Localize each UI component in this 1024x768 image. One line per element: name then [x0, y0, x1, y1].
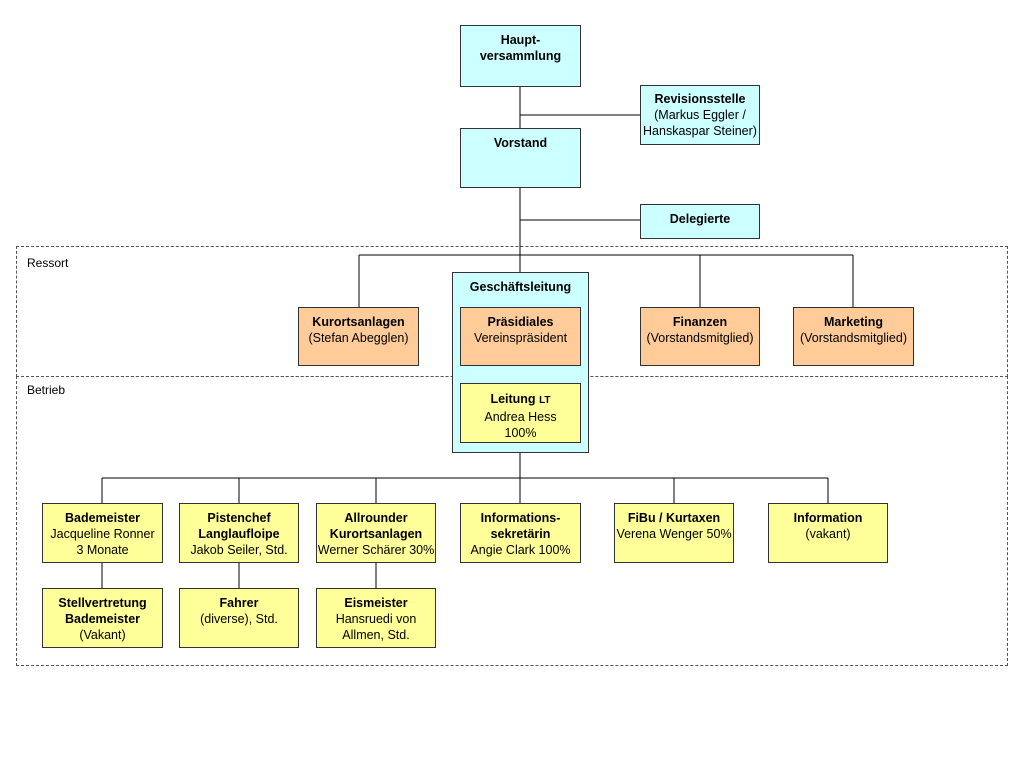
informationssekretaerin-line-1: Angie Clark 100% — [470, 543, 571, 557]
bademeister-title: Bademeister — [64, 511, 141, 525]
hauptversammlung-title-1: Haupt- — [500, 33, 541, 47]
eismeister-line-2: Allmen, Std. — [342, 628, 410, 642]
fahrer-line-1: (diverse), Std. — [200, 612, 278, 626]
vorstand-title: Vorstand — [493, 136, 548, 150]
geschaeftsleitung-title: Geschäftsleitung — [469, 280, 572, 294]
revisionsstelle-line-2: Hanskaspar Steiner) — [643, 124, 757, 138]
stellvertretung-line-1: (Vakant) — [79, 628, 126, 642]
zone-ressort-label: Ressort — [27, 256, 69, 270]
stellvertretung-box[interactable]: Stellvertretung Bademeister (Vakant) — [42, 588, 163, 648]
information-title: Information — [793, 511, 863, 525]
informationssekretaerin-box[interactable]: Informations- sekretärin Angie Clark 100… — [460, 503, 581, 563]
praesidiales-title: Präsidiales — [487, 315, 554, 329]
marketing-title: Marketing — [823, 315, 884, 329]
eismeister-title: Eismeister — [344, 596, 408, 610]
fibu-kurtaxen-box[interactable]: FiBu / Kurtaxen Verena Wenger 50% — [614, 503, 734, 563]
leitung-pct: 100% — [504, 426, 537, 440]
leitung-title: Leitung — [490, 392, 536, 406]
leitung-name: Andrea Hess — [484, 410, 557, 424]
kurortsanlagen-box[interactable]: Kurortsanlagen (Stefan Abegglen) — [298, 307, 419, 366]
allrounder-title-2: Kurortsanlagen — [329, 527, 423, 541]
stellvertretung-title-1: Stellvertretung — [58, 596, 147, 610]
bademeister-line-2: 3 Monate — [76, 543, 129, 557]
finanzen-title: Finanzen — [672, 315, 728, 329]
allrounder-line-1: Werner Schärer 30% — [317, 543, 435, 557]
revisionsstelle-box[interactable]: Revisionsstelle (Markus Eggler / Hanskas… — [640, 85, 760, 145]
marketing-sub: (Vorstandsmitglied) — [800, 331, 907, 345]
pistenchef-line-1: Jakob Seiler, Std. — [190, 543, 288, 557]
allrounder-box[interactable]: Allrounder Kurortsanlagen Werner Schärer… — [316, 503, 436, 563]
pistenchef-title-1: Pistenchef — [207, 511, 271, 525]
stellvertretung-title-2: Bademeister — [64, 612, 141, 626]
finanzen-sub: (Vorstandsmitglied) — [646, 331, 754, 345]
hauptversammlung-box[interactable]: Haupt- versammlung — [460, 25, 581, 87]
hauptversammlung-title-2: versammlung — [479, 49, 562, 63]
kurortsanlagen-sub: (Stefan Abegglen) — [308, 331, 409, 345]
eismeister-box[interactable]: Eismeister Hansruedi von Allmen, Std. — [316, 588, 436, 648]
bademeister-box[interactable]: Bademeister Jacqueline Ronner 3 Monate — [42, 503, 163, 563]
information-line-1: (vakant) — [805, 527, 851, 541]
praesidiales-sub: Vereinspräsident — [473, 331, 568, 345]
fibu-kurtaxen-line-1: Verena Wenger 50% — [616, 527, 732, 541]
pistenchef-box[interactable]: Pistenchef Langlaufloipe Jakob Seiler, S… — [179, 503, 299, 563]
fahrer-box[interactable]: Fahrer (diverse), Std. — [179, 588, 299, 648]
bademeister-line-1: Jacqueline Ronner — [50, 527, 155, 541]
vorstand-box[interactable]: Vorstand — [460, 128, 581, 188]
informationssekretaerin-title-2: sekretärin — [490, 527, 551, 541]
delegierte-title: Delegierte — [669, 212, 731, 226]
fahrer-title: Fahrer — [219, 596, 259, 610]
leitung-badge: LT — [539, 395, 551, 406]
zone-betrieb-label: Betrieb — [27, 383, 66, 397]
praesidiales-box[interactable]: Präsidiales Vereinspräsident — [460, 307, 581, 366]
fibu-kurtaxen-title: FiBu / Kurtaxen — [627, 511, 721, 525]
leitung-box[interactable]: Leitung LT Andrea Hess 100% — [460, 383, 581, 443]
marketing-box[interactable]: Marketing (Vorstandsmitglied) — [793, 307, 914, 366]
delegierte-box[interactable]: Delegierte — [640, 204, 760, 239]
informationssekretaerin-title-1: Informations- — [480, 511, 561, 525]
revisionsstelle-title: Revisionsstelle — [654, 92, 746, 106]
revisionsstelle-line-1: (Markus Eggler / — [654, 108, 746, 122]
pistenchef-title-2: Langlaufloipe — [198, 527, 280, 541]
leitung-title-line: Leitung LT — [461, 391, 580, 409]
allrounder-title-1: Allrounder — [344, 511, 408, 525]
eismeister-line-1: Hansruedi von — [335, 612, 417, 626]
finanzen-box[interactable]: Finanzen (Vorstandsmitglied) — [640, 307, 760, 366]
kurortsanlagen-title: Kurortsanlagen — [312, 315, 405, 329]
information-box[interactable]: Information (vakant) — [768, 503, 888, 563]
